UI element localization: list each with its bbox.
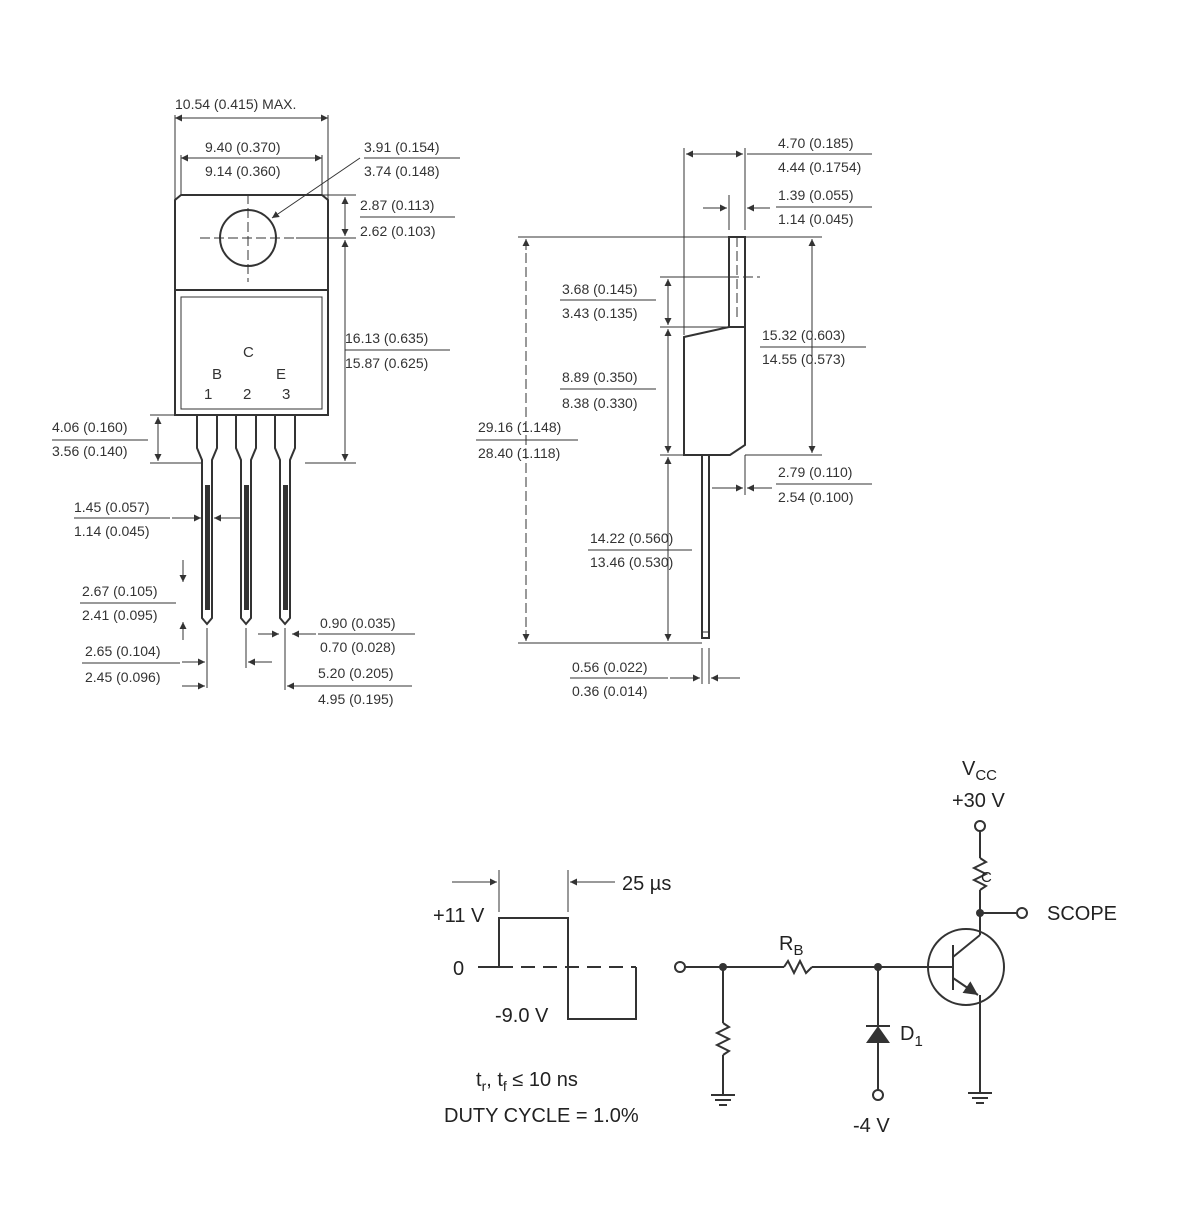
input-waveform [452, 870, 637, 1020]
circuit-wiring [674, 820, 1028, 1106]
test-circuit: 25 µs +11 V 0 -9.0 V tr, tf ≤ 10 ns DUTY… [433, 758, 1117, 1137]
pin-label-c: C [243, 344, 254, 361]
v-zero-label: 0 [453, 958, 464, 980]
side-package-outline [683, 236, 760, 639]
dim-lead-span-min: 4.95 (0.195) [318, 691, 394, 707]
dim-hole-offset-max: 2.87 (0.113) [360, 197, 434, 213]
dim-tab-edge-min: 1.14 (0.045) [778, 211, 854, 227]
dim-hole-height-min: 3.43 (0.135) [562, 305, 638, 321]
dim-lead-pitch-a-max: 2.67 (0.105) [82, 583, 158, 599]
dim-lead-thk-min: 0.36 (0.014) [572, 683, 648, 699]
v-low-label: -9.0 V [495, 1005, 549, 1027]
dim-body-width-max: 9.40 (0.370) [205, 139, 281, 155]
dim-lead-shoulder-min: 3.56 (0.140) [52, 443, 128, 459]
dim-lead-thickness-min: 0.70 (0.028) [320, 639, 396, 655]
neg-supply-terminal [872, 1089, 884, 1101]
vcc-value: +30 V [952, 790, 1005, 812]
dim-lead-offset-max: 2.79 (0.110) [778, 464, 852, 480]
dim-tab-thickness-max: 4.70 (0.185) [778, 135, 854, 151]
pin-label-e: E [276, 366, 286, 383]
pin-number-1: 1 [204, 386, 212, 403]
pin-label-b: B [212, 366, 222, 383]
front-package-outline [174, 194, 329, 416]
dim-lead-pitch-b-max: 2.65 (0.104) [85, 643, 161, 659]
dim-hole-dia-max: 3.91 (0.154) [364, 139, 440, 155]
transistor-symbol [927, 928, 1005, 1006]
rb-resistor [783, 958, 813, 976]
dim-overall-width: 10.54 (0.415) MAX. [175, 96, 296, 112]
dim-lead-length-max: 14.22 (0.560) [590, 530, 673, 546]
pulse-width-label: 25 µs [622, 873, 671, 895]
dim-tab-edge-max: 1.39 (0.055) [778, 187, 854, 203]
front-view: C B E 1 2 3 10.54 (0.415) MAX. 9.40 (0.3… [52, 96, 460, 707]
side-view: 4.70 (0.185) 4.44 (0.1754) 1.39 (0.055) … [476, 135, 872, 699]
dim-lead-thk-max: 0.56 (0.022) [572, 659, 648, 675]
dim-lead-width-max: 1.45 (0.057) [74, 499, 150, 515]
neg-supply-label: -4 V [853, 1115, 890, 1137]
dim-hole-offset-min: 2.62 (0.103) [360, 223, 436, 239]
dim-body-mid-max: 8.89 (0.350) [562, 369, 638, 385]
front-leads [196, 415, 296, 626]
v-high-label: +11 V [433, 905, 485, 927]
rise-fall-time-label: tr, tf ≤ 10 ns [476, 1069, 578, 1094]
d1-diode [866, 1026, 890, 1043]
rc-label: C [981, 869, 992, 886]
dim-lead-shoulder-max: 4.06 (0.160) [52, 419, 128, 435]
dim-lead-pitch-a-min: 2.41 (0.095) [82, 607, 158, 623]
dim-tab-thickness-min: 4.44 (0.1754) [778, 159, 861, 175]
dim-body-mid-min: 8.38 (0.330) [562, 395, 638, 411]
dim-lead-offset-min: 2.54 (0.100) [778, 489, 854, 505]
dim-total-length-min: 28.40 (1.118) [478, 445, 560, 461]
duty-cycle-label: DUTY CYCLE = 1.0% [444, 1105, 639, 1127]
rb-label: RB [779, 933, 803, 959]
dim-body-length-min: 14.55 (0.573) [762, 351, 845, 367]
dim-lead-span-max: 5.20 (0.205) [318, 665, 394, 681]
vcc-label: VCC [962, 758, 997, 784]
dim-body-height-max: 16.13 (0.635) [345, 330, 428, 346]
dim-hole-dia-min: 3.74 (0.148) [364, 163, 440, 179]
scope-label: SCOPE [1047, 903, 1117, 925]
dim-lead-length-min: 13.46 (0.530) [590, 554, 673, 570]
pin-number-2: 2 [243, 386, 251, 403]
input-terminal [674, 961, 686, 973]
scope-terminal [1016, 907, 1028, 919]
dim-total-length-max: 29.16 (1.148) [478, 419, 561, 435]
vcc-terminal [974, 820, 986, 832]
d1-label: D1 [900, 1023, 923, 1050]
dim-lead-pitch-b-min: 2.45 (0.096) [85, 669, 161, 685]
dim-body-length-max: 15.32 (0.603) [762, 327, 845, 343]
dim-hole-height-max: 3.68 (0.145) [562, 281, 638, 297]
rc-resistor [971, 857, 989, 891]
dim-lead-width-min: 1.14 (0.045) [74, 523, 150, 539]
dim-body-width-min: 9.14 (0.360) [205, 163, 281, 179]
dim-body-height-min: 15.87 (0.625) [345, 355, 428, 371]
dim-lead-thickness-max: 0.90 (0.035) [320, 615, 396, 631]
pin-number-3: 3 [282, 386, 290, 403]
shunt-resistor [714, 1022, 732, 1056]
